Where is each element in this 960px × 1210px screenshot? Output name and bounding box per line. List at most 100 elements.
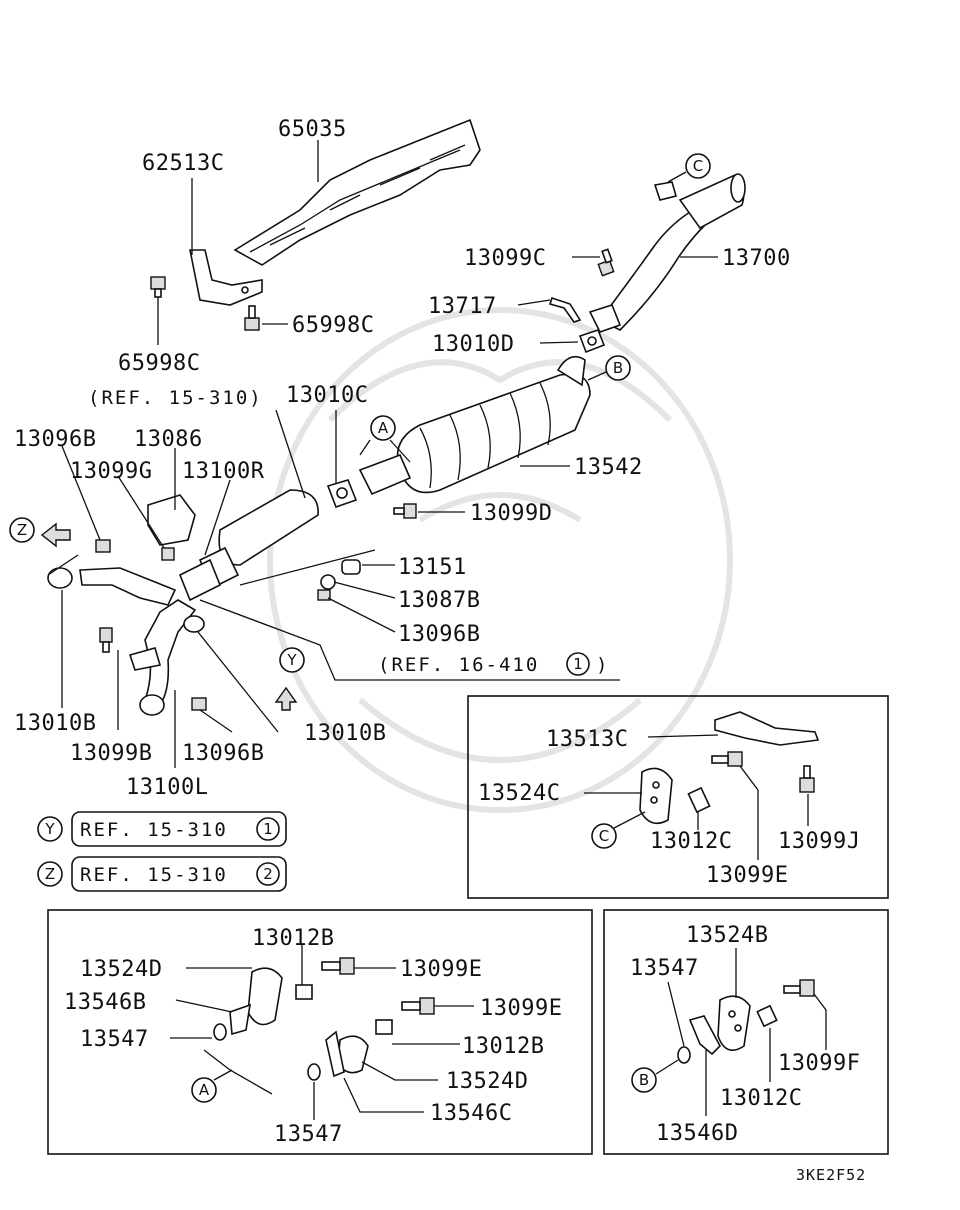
diagram-label: 1 — [573, 655, 583, 673]
diagram-label: Z — [45, 865, 55, 883]
label-13099f: 13099F — [778, 1051, 860, 1076]
label-13099e-c: 13099E — [480, 996, 562, 1021]
label-65998c-bottom: 65998C — [118, 351, 200, 376]
hanger-13717-part — [548, 296, 582, 323]
diagram-label: Y — [44, 820, 55, 838]
label-13012c-b: 13012C — [720, 1086, 802, 1111]
label-13099j: 13099J — [778, 829, 860, 854]
label-13099e-box: 13099E — [706, 863, 788, 888]
diagram-label: B — [613, 359, 623, 377]
bolt-13099c-part — [597, 248, 615, 277]
label-13547-a: 13547 — [80, 1027, 149, 1052]
detail-box-a: A 13012B 13524D 13099E 13546B 13099E 135… — [47, 909, 593, 1155]
label-13546d: 13546D — [656, 1121, 738, 1146]
label-13087b: 13087B — [398, 588, 480, 613]
insulator-13524d-a-part — [247, 967, 283, 1026]
ref-16-410: (REF. 16-410 — [378, 654, 539, 676]
catalytic-converter-part — [178, 489, 319, 602]
diagram-label: A — [378, 419, 389, 437]
label-13524c: 13524C — [478, 781, 560, 806]
label-13546b: 13546B — [64, 990, 146, 1015]
front-pipe-r-part — [47, 567, 177, 606]
label-13524b: 13524B — [686, 923, 768, 948]
gasket-13010b-lower — [183, 615, 205, 633]
diagram-label: Z — [17, 521, 27, 539]
label-13099g: 13099G — [70, 459, 152, 484]
label-13012c-box: 13012C — [650, 829, 732, 854]
label-13099c: 13099C — [464, 246, 546, 271]
bracket-13546c-part — [325, 1030, 345, 1078]
diagram-label: A — [199, 1081, 210, 1099]
bolt-13099d-part — [393, 503, 417, 519]
detail-box-b: B 13524B 13547 13099F 13012C 13546D — [603, 909, 889, 1155]
main-muffler-part — [358, 355, 591, 496]
label-13547-c: 13547 — [630, 956, 699, 981]
label-13010b-right: 13010B — [304, 721, 386, 746]
gasket-13010c-part — [326, 479, 358, 509]
label-13086: 13086 — [134, 427, 203, 452]
label-13100l: 13100L — [126, 775, 208, 800]
bolt-65998c-right — [244, 305, 260, 331]
nut-13096b-bottom — [191, 697, 207, 711]
label-13096b-bottom: 13096B — [182, 741, 264, 766]
legend-z: Z REF. 15-310 2 — [37, 856, 287, 892]
ref-15-310-top: (REF. 15-310) — [88, 387, 263, 409]
label-65035: 65035 — [278, 117, 347, 142]
main-labels: 65035 62513C 65998C 65998C 13099C 13700 … — [14, 117, 791, 800]
insulator-13524c-part — [639, 767, 673, 825]
label-13100r: 13100R — [182, 459, 265, 484]
collar-13012b-a-part — [295, 984, 313, 1000]
label-13099d: 13099D — [470, 501, 552, 526]
diagram-label: B — [639, 1071, 649, 1089]
label-13010b-left: 13010B — [14, 711, 96, 736]
label-13099e-b: 13099E — [400, 957, 482, 982]
label-13542: 13542 — [574, 455, 643, 480]
label-13010d: 13010D — [432, 332, 514, 357]
diagram-label: ) — [596, 654, 609, 676]
sensor-13086-part — [147, 494, 196, 546]
bracket-13546d-part — [688, 1015, 721, 1056]
tail-pipe-part — [588, 173, 746, 333]
diagram-code: 3KE2F52 — [796, 1166, 866, 1184]
label-13547-b: 13547 — [274, 1122, 343, 1147]
bolt-13099e-part — [727, 751, 743, 767]
nut-13087b-part — [320, 574, 336, 590]
callout-y-arrow: Y — [274, 647, 305, 711]
diagram-label: 1 — [263, 820, 273, 838]
front-pipe-l-part — [128, 599, 197, 716]
diagram-label: 2 — [263, 865, 273, 883]
bolt-65998c-left — [150, 276, 166, 298]
diagram-label: REF. 15-310 — [80, 819, 228, 841]
bracket-13546b-part — [229, 1003, 252, 1036]
nut-13096b-middle — [317, 589, 331, 601]
label-13546c: 13546C — [430, 1101, 512, 1126]
label-13524d-a: 13524D — [80, 957, 162, 982]
insulator-13524b-part — [717, 995, 751, 1052]
label-13717: 13717 — [428, 294, 497, 319]
ref-16-410-circle — [566, 652, 590, 676]
legend-y: Y REF. 15-310 1 — [37, 811, 287, 847]
label-13524d-b: 13524D — [446, 1069, 528, 1094]
detail-box-c: C 13513C 13524C 13012C 13099J 13099E — [467, 695, 889, 899]
diagram-label: C — [599, 827, 609, 845]
label-13700: 13700 — [722, 246, 791, 271]
label-13012b-b: 13012B — [462, 1034, 544, 1059]
diagram-label: REF. 15-310 — [80, 864, 228, 886]
heat-protector-part — [233, 118, 481, 266]
label-13096b-middle: 13096B — [398, 622, 480, 647]
bracket-62513c-part — [189, 249, 263, 306]
bolt-13099g-part — [161, 547, 175, 561]
label-13099b: 13099B — [70, 741, 152, 766]
bolt-13099j-part — [799, 777, 815, 793]
diagram-label: Y — [286, 651, 297, 669]
collar-13012c-part — [687, 786, 711, 814]
label-13151: 13151 — [398, 555, 467, 580]
label-13513c: 13513C — [546, 727, 628, 752]
bracket-13513c-part — [714, 711, 820, 746]
label-62513c: 62513C — [142, 151, 224, 176]
leader-lines — [47, 140, 718, 768]
label-13010c: 13010C — [286, 383, 368, 408]
callout-z-arrow: Z — [9, 517, 71, 548]
